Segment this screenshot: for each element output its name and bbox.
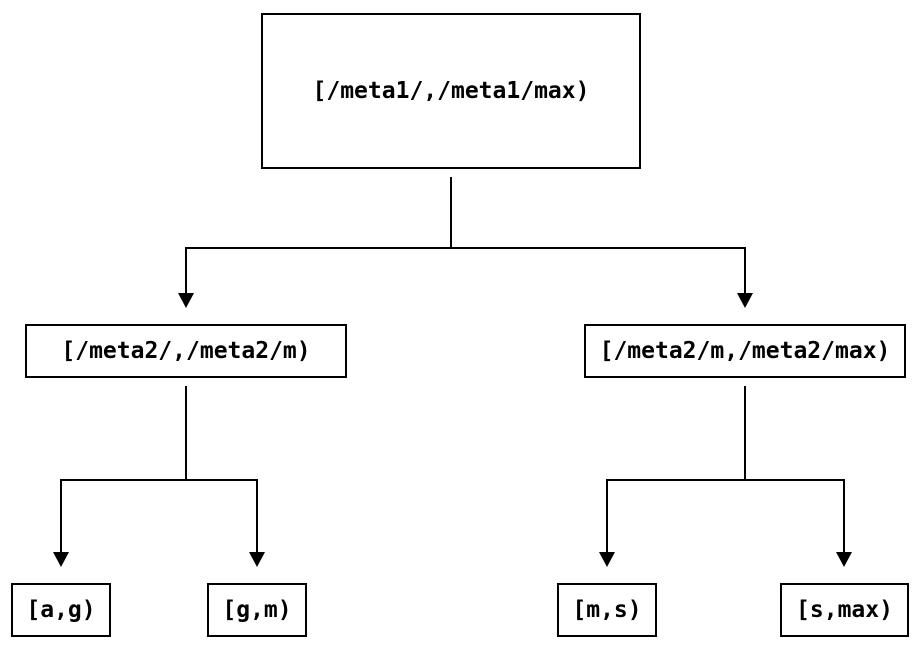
tree-node-right-left: [m,s) [557,583,657,637]
tree-node-right: [/meta2/m,/meta2/max) [584,324,906,378]
tree-node-left-left: [a,g) [11,583,111,637]
tree-node-root: [/meta1/,/meta1/max) [261,13,641,169]
tree-node-left-right: [g,m) [207,583,307,637]
tree-node-right-right: [s,max) [780,583,909,637]
arrowhead-down-icon [836,552,852,567]
arrowhead-down-icon [737,293,753,308]
tree-node-left: [/meta2/,/meta2/m) [25,324,347,378]
arrowhead-down-icon [178,293,194,308]
arrowhead-down-icon [249,552,265,567]
arrowhead-down-icon [53,552,69,567]
arrowhead-down-icon [599,552,615,567]
